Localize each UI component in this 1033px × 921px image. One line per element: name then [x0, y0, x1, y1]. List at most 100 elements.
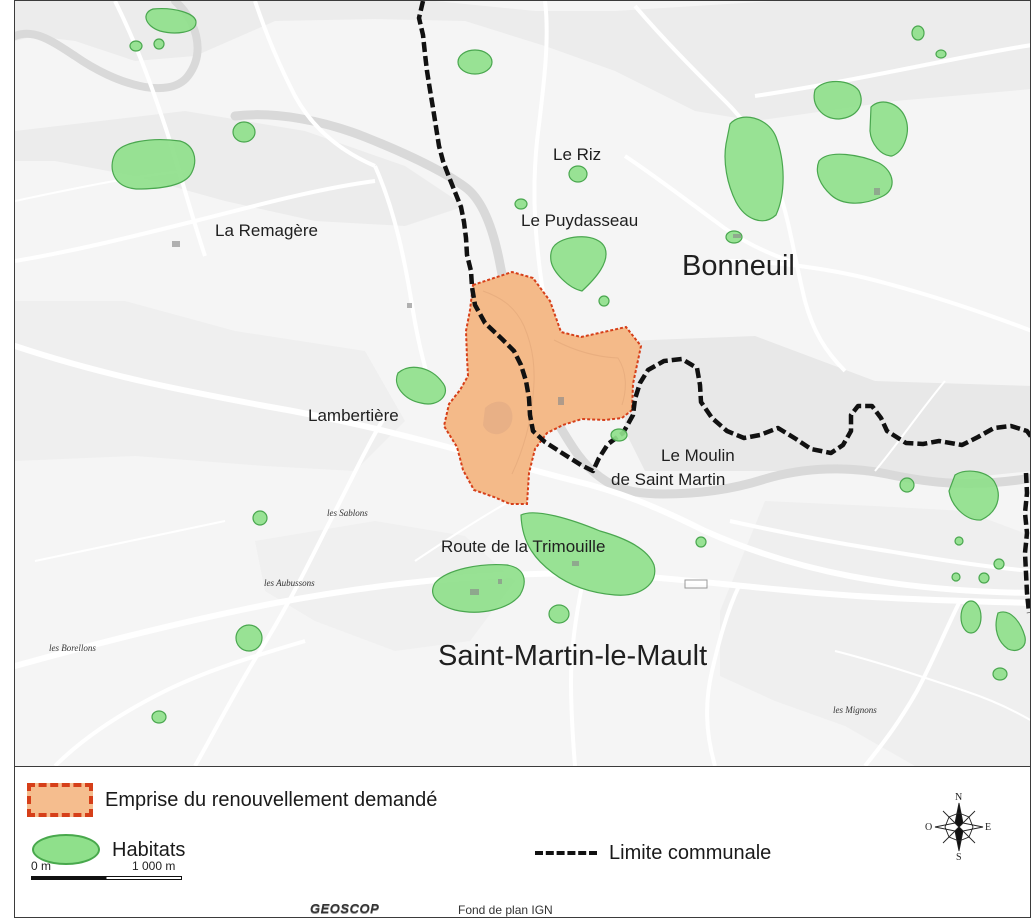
- legend-habitats-label: Habitats: [112, 838, 186, 861]
- path-west-2: [34, 520, 226, 562]
- compass-west-needle: [934, 822, 960, 832]
- habitat-26: [151, 710, 167, 724]
- emprise-contour-2: [553, 339, 626, 406]
- limite-swatch: [535, 851, 597, 855]
- legend-limite-row: Limite communale: [535, 843, 771, 863]
- label-le-puydasseau: Le Puydasseau: [521, 211, 638, 230]
- label-les-borellons: les Borellons: [49, 643, 96, 653]
- label-les-mignons: les Mignons: [833, 705, 877, 715]
- habitat-12: [610, 428, 628, 442]
- building-8: [558, 397, 564, 405]
- habitat-32: [978, 572, 990, 584]
- river-north: [15, 1, 202, 93]
- compass-north-needle: [954, 802, 964, 828]
- road-main-2: [15, 570, 1030, 669]
- label-le-riz: Le Riz: [553, 145, 601, 164]
- building-1: [172, 241, 180, 247]
- compass-diagonal-2: [942, 810, 976, 844]
- legend-limite-label: Limite communale: [609, 842, 772, 864]
- label-bonneuil: Bonneuil: [682, 250, 795, 282]
- compass-rose: N E S O: [925, 792, 991, 862]
- habitat-23: [695, 536, 707, 548]
- compass-ring: [944, 812, 974, 842]
- path-east-2: [874, 380, 946, 472]
- road-south-1: [568, 580, 585, 766]
- legend-habitats-row: Habitats: [32, 834, 185, 865]
- habitats-swatch: [32, 834, 100, 865]
- road-southwest-1: [193, 411, 389, 766]
- habitat-33: [951, 572, 961, 582]
- emprise-contour-1: [482, 290, 535, 475]
- habitat-29: [960, 600, 982, 634]
- habitat-18: [911, 25, 925, 41]
- label-lambertiere: Lambertière: [308, 406, 399, 425]
- forest-southeast: [720, 501, 1030, 766]
- habitat-22: [548, 604, 570, 624]
- habitat-2: [129, 40, 143, 52]
- road-north-3: [754, 43, 1030, 98]
- habitat-21: [432, 564, 525, 613]
- compass-south-needle: [954, 826, 964, 852]
- legend-emprise-row: Emprise du renouvellement demandé: [27, 783, 437, 817]
- habitat-1: [145, 8, 197, 34]
- habitat-30: [995, 611, 1026, 651]
- river-valley-east: [625, 336, 1030, 481]
- road-south-2: [705, 585, 741, 766]
- habitat-3: [153, 38, 165, 50]
- habitat-8: [568, 165, 588, 183]
- label-le-moulin-line-2: de Saint Martin: [611, 470, 725, 489]
- road-west-2: [113, 1, 207, 257]
- road-southeast-1: [863, 600, 962, 766]
- building-4: [498, 579, 502, 584]
- path-east-1: [834, 650, 1030, 722]
- compass-east-label: E: [985, 822, 991, 833]
- habitat-16: [869, 101, 908, 157]
- road-center-2: [623, 154, 796, 265]
- habitat-15: [813, 80, 862, 120]
- habitat-9: [550, 236, 607, 292]
- scale-bar: [31, 876, 182, 880]
- emprise-pit: [483, 401, 513, 435]
- scale-bar-group: 0 m 1 000 m: [31, 859, 191, 899]
- label-les-aubussons: les Aubussons: [264, 578, 315, 588]
- limite-communale-2: [1022, 472, 1030, 614]
- habitat-10: [598, 295, 610, 307]
- compass-west-label: O: [925, 822, 932, 833]
- forest-west: [15, 301, 405, 471]
- compass-south-label: S: [956, 852, 962, 862]
- compass-east-needle: [958, 822, 984, 832]
- label-route-de-la-trimouille: Route de la Trimouille: [441, 537, 605, 556]
- habitat-20: [520, 512, 656, 596]
- compass-north-label: N: [955, 792, 962, 803]
- building-6: [733, 234, 741, 238]
- scale-max-label: 1 000 m: [132, 859, 176, 873]
- building-7: [874, 188, 880, 195]
- forest-northwest: [15, 111, 465, 226]
- legend-emprise-label: Emprise du renouvellement demandé: [105, 789, 438, 811]
- habitat-17: [816, 153, 893, 204]
- legend-panel: Emprise du renouvellement demandé Habita…: [15, 766, 1030, 917]
- habitat-24: [252, 510, 268, 526]
- habitat-34: [993, 558, 1005, 570]
- label-saint-martin-le-mault: Saint-Martin-le-Mault: [438, 640, 707, 672]
- habitat-27: [948, 470, 999, 521]
- habitat-11: [396, 366, 447, 405]
- habitat-5: [232, 121, 256, 143]
- building-3: [470, 589, 479, 595]
- label-la-remagere: La Remagère: [215, 221, 318, 240]
- habitat-31: [992, 667, 1008, 681]
- scale-zero-label: 0 m: [31, 859, 52, 873]
- habitat-7: [514, 198, 528, 210]
- label-le-moulin-line-1: Le Moulin: [661, 446, 735, 465]
- emprise-swatch: [27, 783, 93, 817]
- building-5: [572, 561, 579, 566]
- habitat-25: [235, 624, 263, 652]
- habitat-13: [724, 116, 784, 222]
- road-east-1: [724, 259, 1030, 333]
- label-les-sablons: les Sablons: [327, 508, 368, 518]
- road-sign-box: [684, 579, 708, 589]
- road-west-3: [253, 1, 376, 168]
- brand-logo: GEOSCOP: [310, 901, 380, 916]
- map-frame: La Remagère Le Riz Le Puydasseau Bonneui…: [14, 0, 1031, 918]
- habitat-19: [935, 49, 947, 59]
